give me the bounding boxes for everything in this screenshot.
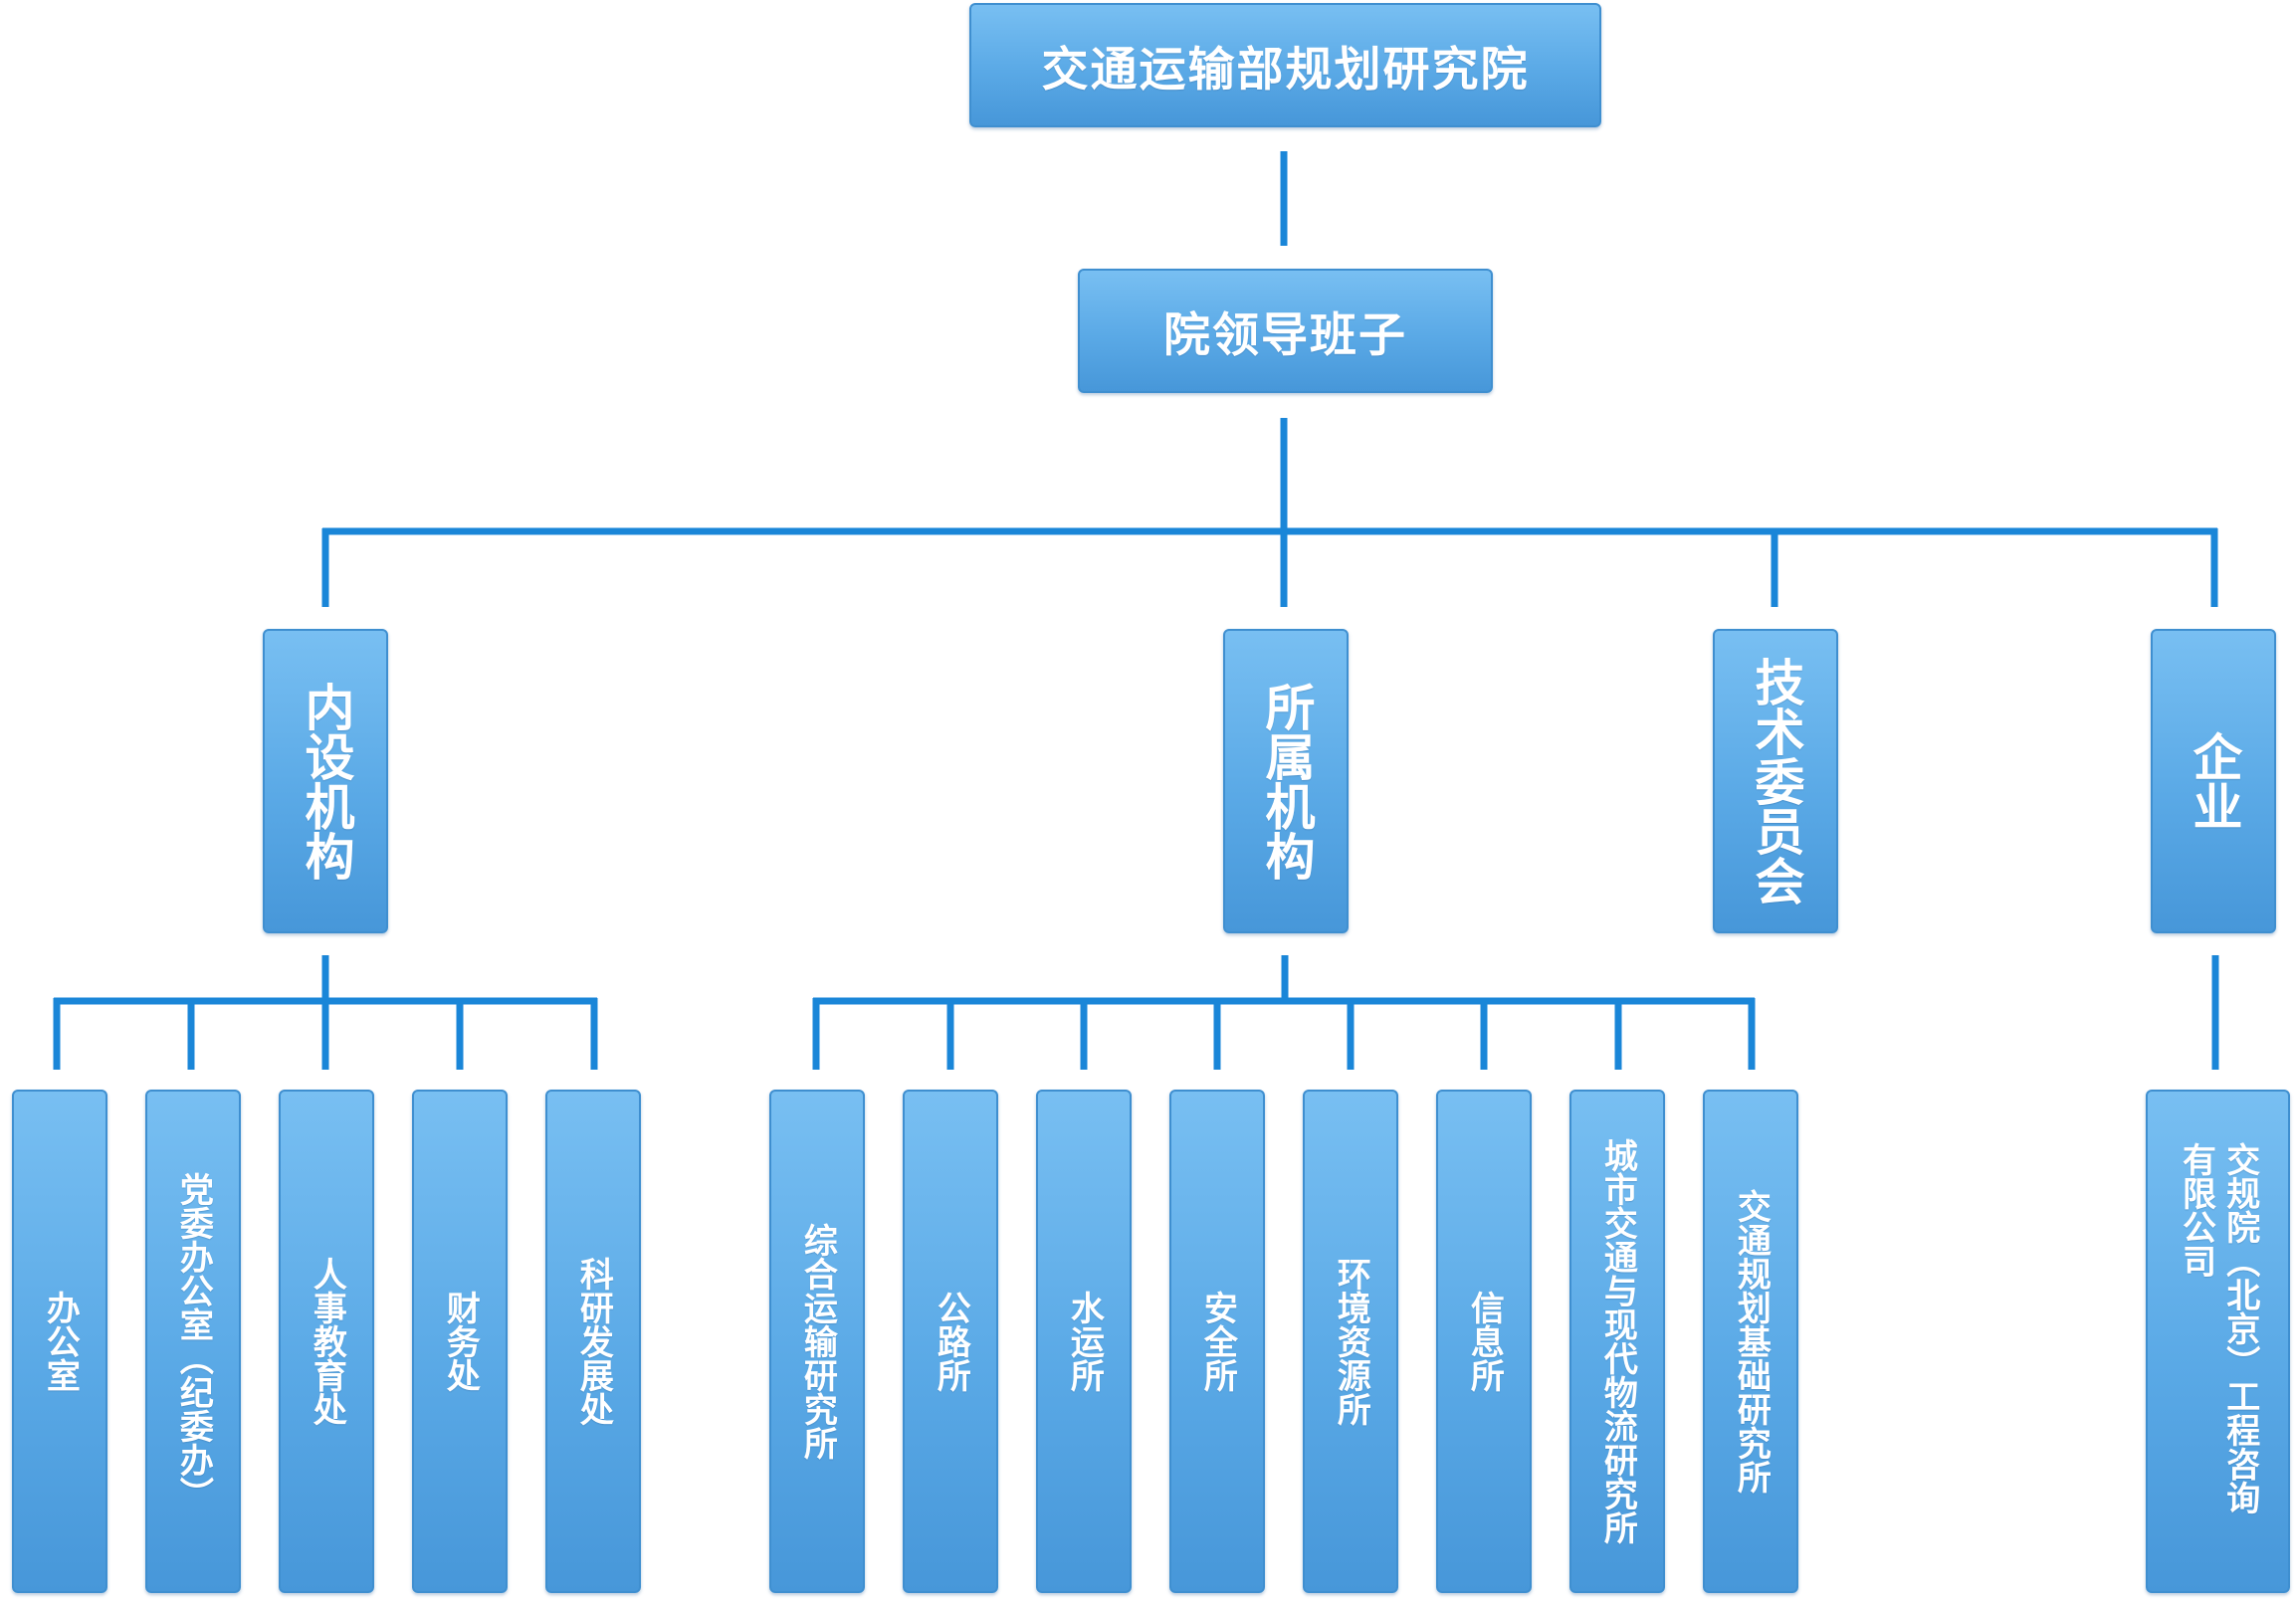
unit-node-highway: 公路所 [903, 1090, 998, 1593]
unit-label-information: 信息所 [1464, 1291, 1505, 1392]
unit-node-enterprise-company: 交规院（北京）工程咨询有限公司 [2146, 1090, 2290, 1593]
unit-node-hr: 人事教育处 [279, 1090, 374, 1593]
group-label-committee: 技术委员会 [1747, 657, 1805, 905]
unit-node-environment: 环境资源所 [1303, 1090, 1398, 1593]
unit-label-enterprise-company: 交规院（北京）工程咨询有限公司 [2176, 1142, 2260, 1514]
leadership-label: 院领导班子 [1163, 308, 1407, 363]
unit-node-party-office: 党委办公室（纪委办） [145, 1090, 241, 1593]
unit-label-office: 办公室 [40, 1291, 81, 1392]
unit-label-waterway: 水运所 [1064, 1291, 1105, 1392]
unit-label-safety: 安全所 [1197, 1291, 1238, 1392]
group-node-affiliated: 所属机构 [1223, 629, 1349, 933]
unit-label-highway: 公路所 [931, 1291, 971, 1392]
unit-label-hr: 人事教育处 [307, 1257, 347, 1426]
unit-node-finance: 财务处 [412, 1090, 508, 1593]
unit-label-urban: 城市交通与现代物流研究所 [1597, 1138, 1638, 1544]
group-node-committee: 技术委员会 [1713, 629, 1838, 933]
group-label-internal: 内设机构 [297, 682, 355, 881]
group-node-internal: 内设机构 [263, 629, 388, 933]
unit-node-basic: 交通规划基础研究所 [1703, 1090, 1798, 1593]
root-label: 交通运输部规划研究院 [1041, 43, 1530, 98]
unit-node-urban: 城市交通与现代物流研究所 [1569, 1090, 1665, 1593]
group-node-enterprise: 企业 [2151, 629, 2276, 933]
group-label-enterprise: 企业 [2185, 731, 2243, 831]
unit-node-information: 信息所 [1436, 1090, 1532, 1593]
unit-node-safety: 安全所 [1169, 1090, 1265, 1593]
unit-label-party-office: 党委办公室（纪委办） [173, 1172, 214, 1510]
unit-node-waterway: 水运所 [1036, 1090, 1132, 1593]
unit-label-finance: 财务处 [440, 1291, 481, 1392]
root-node: 交通运输部规划研究院 [969, 3, 1601, 127]
unit-label-comprehensive: 综合运输研究所 [797, 1223, 838, 1460]
unit-label-basic: 交通规划基础研究所 [1731, 1189, 1772, 1494]
unit-label-environment: 环境资源所 [1331, 1257, 1371, 1426]
unit-node-research-dev: 科研发展处 [545, 1090, 641, 1593]
unit-label-research-dev: 科研发展处 [573, 1257, 614, 1426]
leadership-node: 院领导班子 [1078, 269, 1493, 393]
unit-node-office: 办公室 [12, 1090, 107, 1593]
group-label-affiliated: 所属机构 [1257, 682, 1316, 881]
unit-node-comprehensive: 综合运输研究所 [769, 1090, 865, 1593]
